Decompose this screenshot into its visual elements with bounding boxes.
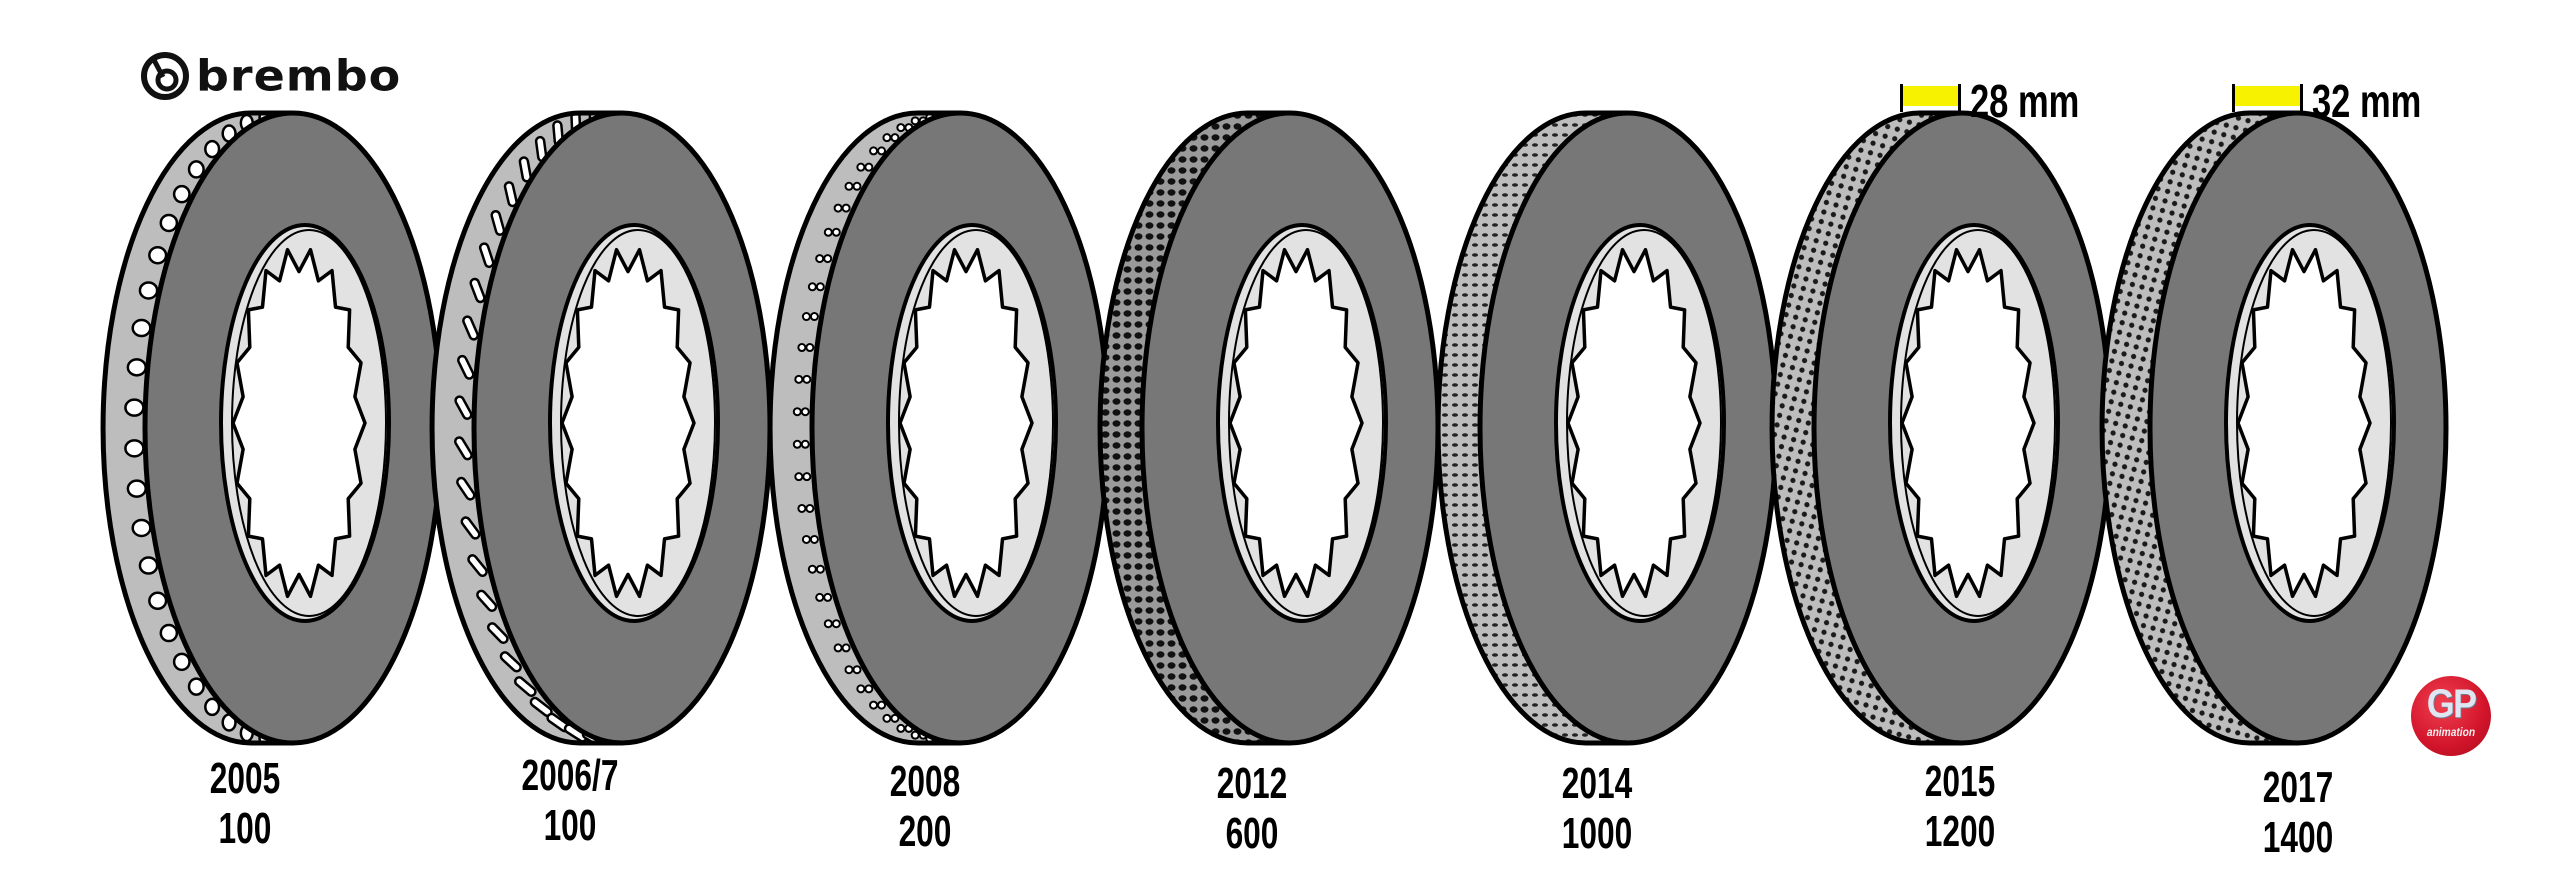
hole-count: 1200 xyxy=(1924,807,1996,856)
dimension-value: 32 mm xyxy=(2312,75,2422,127)
hole-count: 100 xyxy=(543,801,597,850)
disc-layer xyxy=(100,110,2449,746)
brake-disc-2012 xyxy=(1097,110,1441,746)
disc-year: 2012 xyxy=(1216,759,1288,808)
disc-bore xyxy=(1566,247,1702,599)
thickness-marker: 28 mm xyxy=(1900,75,2158,127)
brake-disc-2006-7 xyxy=(429,110,773,746)
disc-bore xyxy=(1228,247,1364,599)
gp-logo-main: GP xyxy=(2426,682,2477,726)
gp-logo-sub: animation xyxy=(2426,725,2476,739)
brake-disc-2017 xyxy=(2099,110,2449,746)
hole-count: 600 xyxy=(1225,809,1279,858)
dimension-tick-right xyxy=(2300,84,2303,112)
brembo-disc-logo-icon xyxy=(141,52,189,100)
disc-bore xyxy=(1900,247,2036,599)
brake-disc-2015 xyxy=(1769,110,2113,746)
brand-name: brembo xyxy=(196,51,402,101)
disc-bore xyxy=(898,247,1034,599)
hole-count: 200 xyxy=(898,807,952,856)
brake-disc-2014 xyxy=(1435,110,1779,746)
dimension-bar xyxy=(1903,86,1958,106)
thickness-marker: 32 mm xyxy=(2232,75,2500,127)
disc-bore xyxy=(231,247,367,599)
gp-animation-logo: GP animation xyxy=(2411,676,2491,756)
hole-count: 100 xyxy=(218,804,272,853)
brake-disc-2008 xyxy=(767,110,1111,746)
dimension-tick-left xyxy=(2232,84,2235,112)
disc-year: 2008 xyxy=(889,757,961,806)
disc-year: 2017 xyxy=(2262,763,2334,812)
dimension-bar xyxy=(2235,86,2300,106)
dimension-tick-left xyxy=(1900,84,1903,112)
hole-count: 1400 xyxy=(2262,813,2334,862)
disc-year: 2014 xyxy=(1561,759,1633,808)
disc-bore xyxy=(560,247,696,599)
disc-bore xyxy=(2236,247,2372,599)
brembo-logo: brembo xyxy=(140,50,401,102)
disc-year: 2005 xyxy=(209,754,281,803)
dimension-value: 28 mm xyxy=(1970,75,2080,127)
disc-year: 2015 xyxy=(1924,757,1996,806)
brake-disc-2005 xyxy=(100,110,444,746)
dimension-tick-right xyxy=(1958,84,1961,112)
hole-count: 1000 xyxy=(1561,809,1633,858)
disc-year: 2006/7 xyxy=(521,751,619,800)
